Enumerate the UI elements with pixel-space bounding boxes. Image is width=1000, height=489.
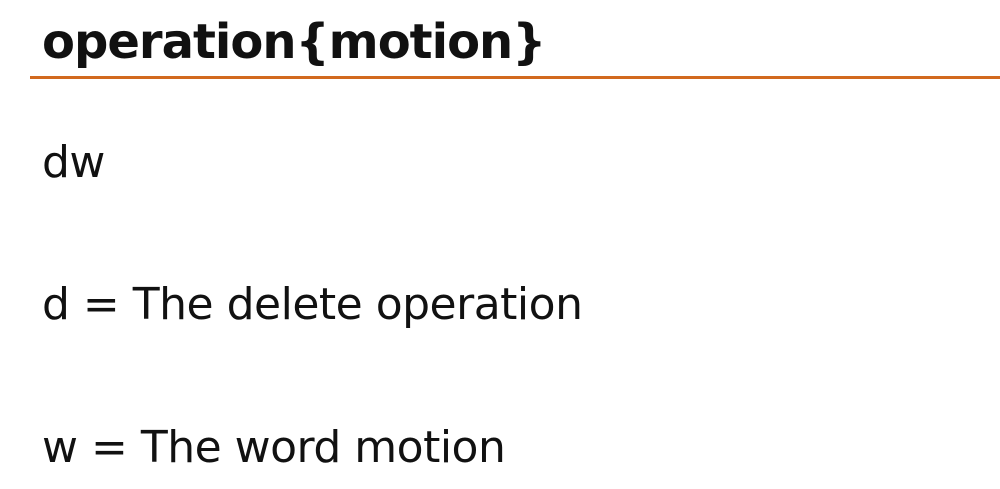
body-line-operation: d = The delete operation <box>42 279 583 330</box>
title-divider <box>30 76 1000 79</box>
slide-title: operation{motion} <box>42 14 546 70</box>
body-line-motion: w = The word motion <box>42 422 506 473</box>
body-line-command: dw <box>42 137 105 188</box>
